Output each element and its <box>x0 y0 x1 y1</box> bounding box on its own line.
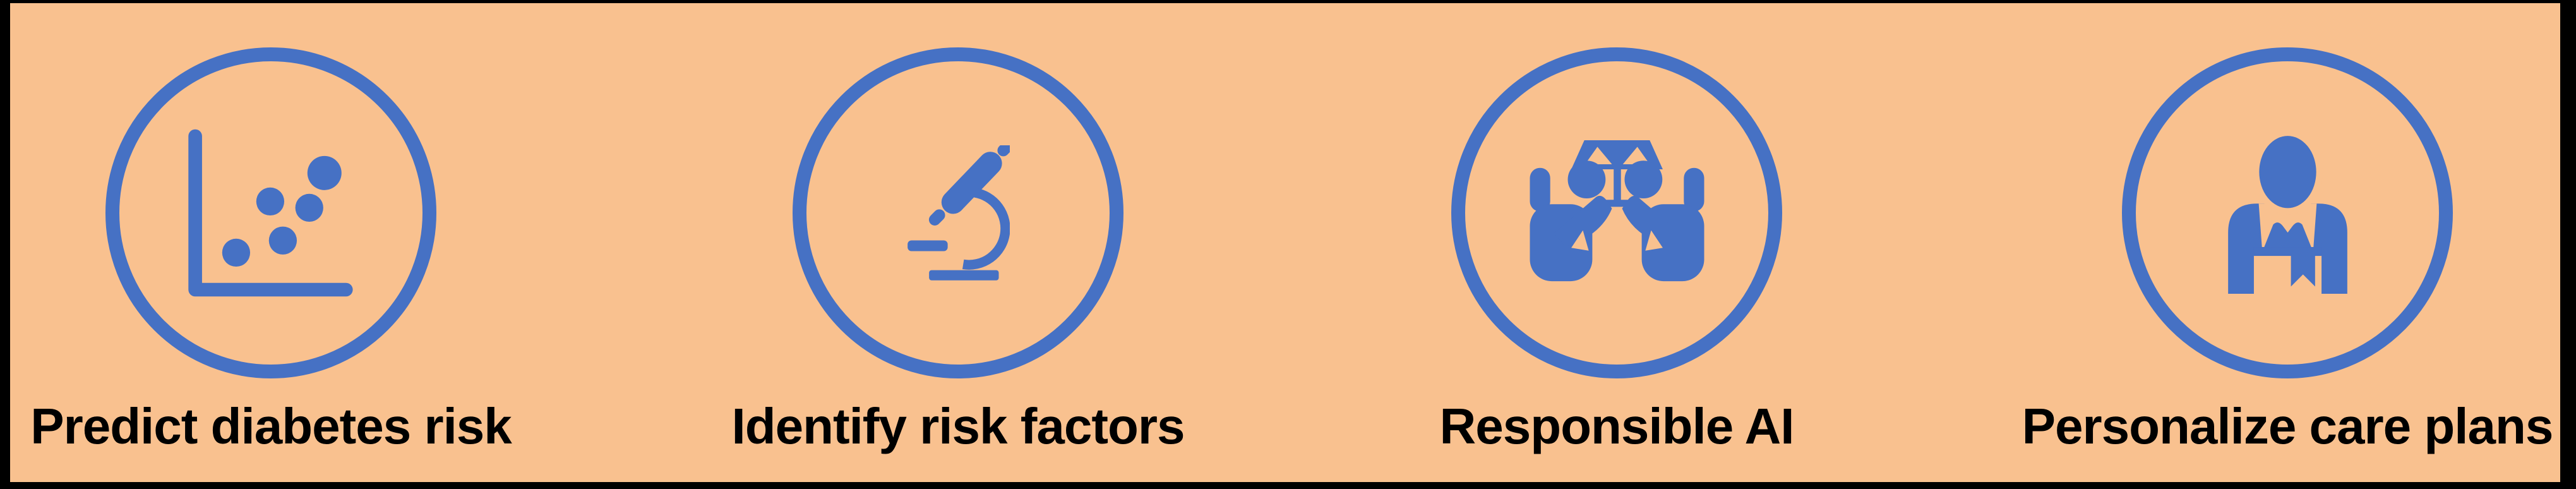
person-award-icon <box>2227 132 2347 294</box>
item-label: Predict diabetes risk <box>30 398 512 454</box>
item-label: Identify risk factors <box>731 398 1185 454</box>
banner-item-risk-factors: Identify risk factors <box>674 47 1242 453</box>
item-label: Responsible AI <box>1439 398 1795 454</box>
banner-item-responsible-ai: Responsible AI <box>1333 47 1901 453</box>
banner-panel: Predict diabetes risk <box>10 3 2560 482</box>
banner-item-care-plans: Personalize care plans <box>2003 47 2560 453</box>
item-label: Personalize care plans <box>2022 398 2554 454</box>
banner-item-predict-risk: Predict diabetes risk <box>10 47 555 453</box>
scales-in-hands-icon <box>1530 140 1704 282</box>
left-hand <box>1530 167 1612 282</box>
icon-circle <box>1451 47 1782 378</box>
icon-circle <box>793 47 1123 378</box>
right-hand <box>1622 167 1704 282</box>
scatter-chart-icon <box>188 129 353 297</box>
icon-circle <box>2122 47 2453 378</box>
microscope-icon <box>908 145 1010 281</box>
icon-circle <box>105 47 436 378</box>
